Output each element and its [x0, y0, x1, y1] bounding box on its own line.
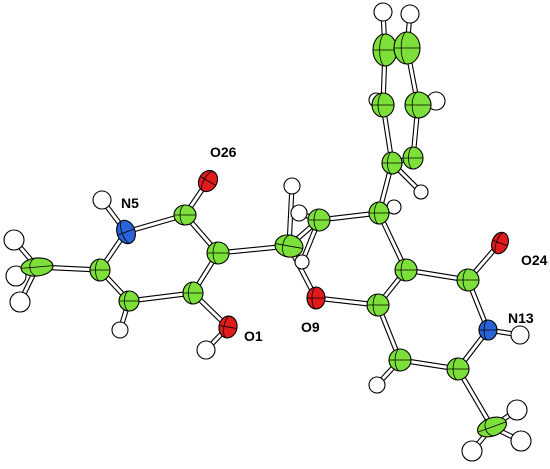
bond-core-c2-c7	[127, 291, 195, 303]
atom-o26	[197, 169, 219, 193]
atom-c2	[182, 281, 204, 305]
atom-c8	[274, 234, 304, 258]
atom-cm2	[477, 416, 507, 438]
axis-arc-o26	[201, 170, 214, 191]
label-layer: O26 N5 O1 O9 O24 N13	[121, 144, 548, 344]
axis-line-n5	[117, 228, 135, 236]
axis-arc-c20	[377, 92, 384, 118]
atom-label-o1: O1	[244, 328, 263, 344]
axis-arc-n13	[483, 319, 489, 341]
axis-line-cm2	[477, 421, 507, 433]
axis-arc-cm1	[29, 257, 38, 277]
atom-c4	[173, 204, 197, 226]
axis-line-c8	[275, 243, 303, 249]
axis-arc-c3	[212, 241, 219, 265]
axis-arc-c17	[394, 348, 401, 372]
atom-h18	[413, 184, 429, 200]
axis-line-o24	[492, 239, 508, 247]
atom-h8a	[283, 177, 301, 195]
axis-arc-c23	[400, 31, 408, 65]
atom-c3	[206, 241, 230, 265]
atom-hm1a	[3, 229, 25, 251]
atom-o1	[218, 315, 238, 339]
atom-c21	[404, 91, 432, 119]
atom-hm2c	[461, 440, 483, 462]
axis-arc-c19	[408, 146, 414, 170]
atom-c17	[388, 348, 412, 372]
atom-layer	[3, 2, 532, 462]
atom-c22	[372, 33, 398, 67]
axis-arc-c14	[400, 258, 407, 282]
atom-c23	[393, 31, 421, 65]
atom-c6	[89, 258, 111, 282]
atom-c16	[446, 357, 470, 381]
atom-h7	[111, 321, 129, 339]
axis-arc-c6	[95, 258, 101, 282]
atom-c19	[402, 146, 424, 170]
atom-c18	[381, 151, 403, 175]
axis-arc-c11	[374, 201, 380, 225]
axis-arc-c10	[313, 208, 320, 232]
axis-arc-o1	[223, 315, 230, 339]
atom-hm1b	[5, 265, 27, 287]
bond-layer	[11, 9, 524, 454]
atom-o24	[491, 231, 509, 255]
axis-arc-o9	[311, 286, 317, 310]
atom-c7	[118, 290, 140, 312]
atom-h5	[92, 190, 112, 210]
atom-label-o24: O24	[521, 252, 548, 268]
atom-c12	[366, 293, 390, 317]
atom-o9	[306, 286, 326, 310]
axis-arc-c8	[282, 234, 291, 258]
axis-arc-c18	[387, 151, 393, 175]
atom-c20	[371, 92, 395, 118]
atom-h23	[400, 4, 420, 24]
atom-label-o9: O9	[301, 319, 320, 335]
atom-h8b	[290, 204, 308, 222]
axis-arc-n5	[120, 220, 131, 244]
atom-c10	[307, 208, 331, 232]
axis-line-o1	[219, 325, 237, 329]
atom-label-o26: O26	[210, 144, 237, 160]
atom-h13	[510, 325, 530, 345]
atom-hm2a	[506, 399, 528, 421]
atom-c15	[456, 268, 480, 292]
axis-arc-c2	[188, 281, 194, 305]
atom-hm2b	[510, 430, 532, 452]
atom-h22	[373, 2, 393, 22]
axis-arc-c7	[124, 290, 130, 312]
atom-hm1c	[9, 291, 31, 313]
axis-line-o26	[200, 176, 216, 186]
atom-h10	[294, 254, 310, 270]
atom-c11	[368, 201, 390, 225]
axis-arc-c22	[379, 33, 386, 67]
axis-arc-c16	[452, 357, 459, 381]
axis-arc-c15	[462, 268, 469, 292]
axis-arc-c21	[411, 91, 419, 119]
atom-n13	[478, 319, 498, 341]
axis-arc-o24	[494, 232, 504, 254]
axis-line-cm1	[21, 265, 53, 269]
atom-label-n13: N13	[508, 310, 534, 326]
atom-h17	[368, 376, 386, 394]
atom-h1	[196, 340, 216, 360]
atom-label-n5: N5	[121, 195, 139, 211]
axis-arc-c4	[179, 204, 186, 226]
atom-cm1	[20, 257, 54, 277]
axis-arc-cm2	[484, 418, 496, 437]
axis-arc-c12	[372, 293, 379, 317]
atom-n5	[116, 219, 136, 245]
atom-c14	[394, 258, 418, 282]
